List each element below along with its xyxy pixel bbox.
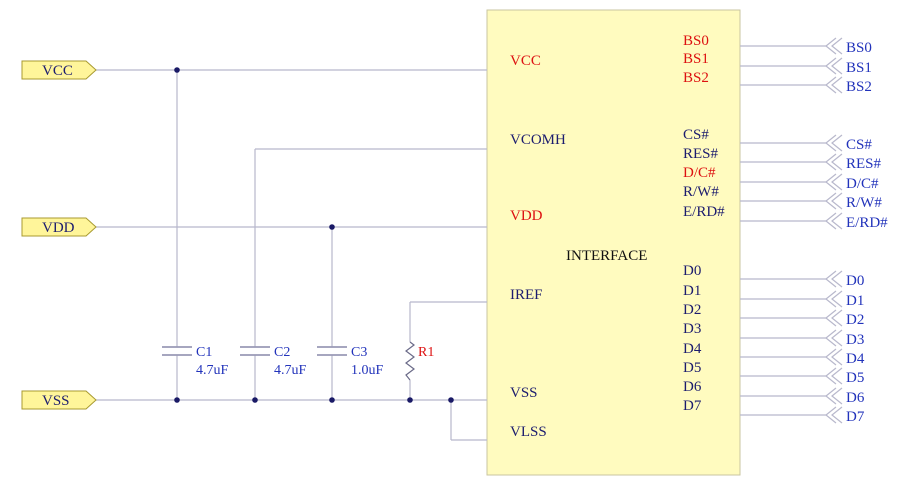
port-label-right: RES# (846, 156, 882, 172)
c3-ref: C3 (351, 345, 367, 360)
chip-body (486, 9, 741, 476)
c3-value: 1.0uF (351, 363, 384, 378)
port-chevron-icon (825, 270, 843, 288)
chip-pin-right: D7 (683, 398, 702, 414)
port-label-right: BS0 (846, 40, 872, 56)
port-label-right: D6 (846, 390, 865, 406)
pin-iref: IREF (510, 287, 543, 303)
port-chevron-icon (825, 387, 843, 405)
port-label-right: CS# (846, 137, 872, 153)
port-label-right: D4 (846, 351, 865, 367)
junction-dots (174, 67, 454, 403)
chip-title: INTERFACE (566, 248, 647, 264)
port-chevron-icon (825, 348, 843, 366)
chip-pin-right: D4 (683, 341, 702, 357)
port-chevron-icon (825, 173, 843, 191)
chip-pin-right: BS2 (683, 70, 709, 86)
port-chevron-icon (825, 309, 843, 327)
pin-vdd: VDD (510, 208, 543, 224)
port-chevron-icon (825, 57, 843, 75)
chip-pin-right: D5 (683, 360, 701, 376)
capacitor-icon (317, 346, 347, 356)
port-arrow-icon (21, 60, 97, 80)
chip-pin-right: E/RD# (683, 204, 725, 220)
port-label-right: D2 (846, 312, 864, 328)
port-chevron-icon (825, 329, 843, 347)
port-chevron-icon (825, 134, 843, 152)
port-chevron-icon (825, 367, 843, 385)
port-label-right: E/RD# (846, 215, 888, 231)
port-chevron-icon (825, 406, 843, 424)
svg-text:VCC: VCC (42, 63, 73, 79)
port-label-right: BS1 (846, 60, 872, 76)
chip-pin-right: D1 (683, 283, 701, 299)
capacitor-icon (162, 346, 192, 356)
port-label-right: D5 (846, 370, 864, 386)
chip-pin-right: RES# (683, 146, 719, 162)
port-vss: VSS (21, 390, 97, 410)
pin-vss: VSS (510, 385, 538, 401)
pin-vcc: VCC (510, 53, 541, 69)
chip-pin-right: D2 (683, 302, 701, 318)
port-label-right: BS2 (846, 79, 872, 95)
port-vdd: VDD (21, 217, 97, 237)
port-label-right: R/W# (846, 195, 882, 211)
c1-ref: C1 (196, 345, 212, 360)
chip-pin-right: D0 (683, 263, 701, 279)
r1-ref: R1 (418, 345, 434, 360)
c2-ref: C2 (274, 345, 290, 360)
chip-pin-right: D6 (683, 379, 702, 395)
port-chevron-icon (825, 212, 843, 230)
chip-pin-right: D3 (683, 321, 701, 337)
svg-text:VDD: VDD (42, 220, 75, 236)
pin-vlss: VLSS (510, 424, 547, 440)
left-wiring (96, 69, 487, 441)
c2-value: 4.7uF (274, 363, 307, 378)
port-label-right: D3 (846, 332, 864, 348)
port-label-right: D7 (846, 409, 865, 425)
pin-vcomh: VCOMH (510, 132, 566, 148)
chip-pin-right: D/C# (683, 165, 716, 181)
port-arrow-icon (21, 217, 97, 237)
port-chevron-icon (825, 76, 843, 94)
port-vcc: VCC (21, 60, 97, 80)
port-chevron-icon (825, 290, 843, 308)
chip-pin-right: R/W# (683, 184, 719, 200)
port-label-right: D1 (846, 293, 864, 309)
svg-text:VSS: VSS (42, 393, 70, 409)
chip-pin-right: CS# (683, 127, 709, 143)
port-chevron-icon (825, 192, 843, 210)
chip-pin-right: BS0 (683, 33, 709, 49)
port-arrow-icon (21, 390, 97, 410)
port-chevron-icon (825, 153, 843, 171)
port-label-right: D0 (846, 273, 864, 289)
c1-value: 4.7uF (196, 363, 229, 378)
capacitor-icon (240, 346, 270, 356)
resistor-icon (405, 341, 415, 381)
port-chevron-icon (825, 37, 843, 55)
port-label-right: D/C# (846, 176, 879, 192)
chip-pin-right: BS1 (683, 51, 709, 67)
